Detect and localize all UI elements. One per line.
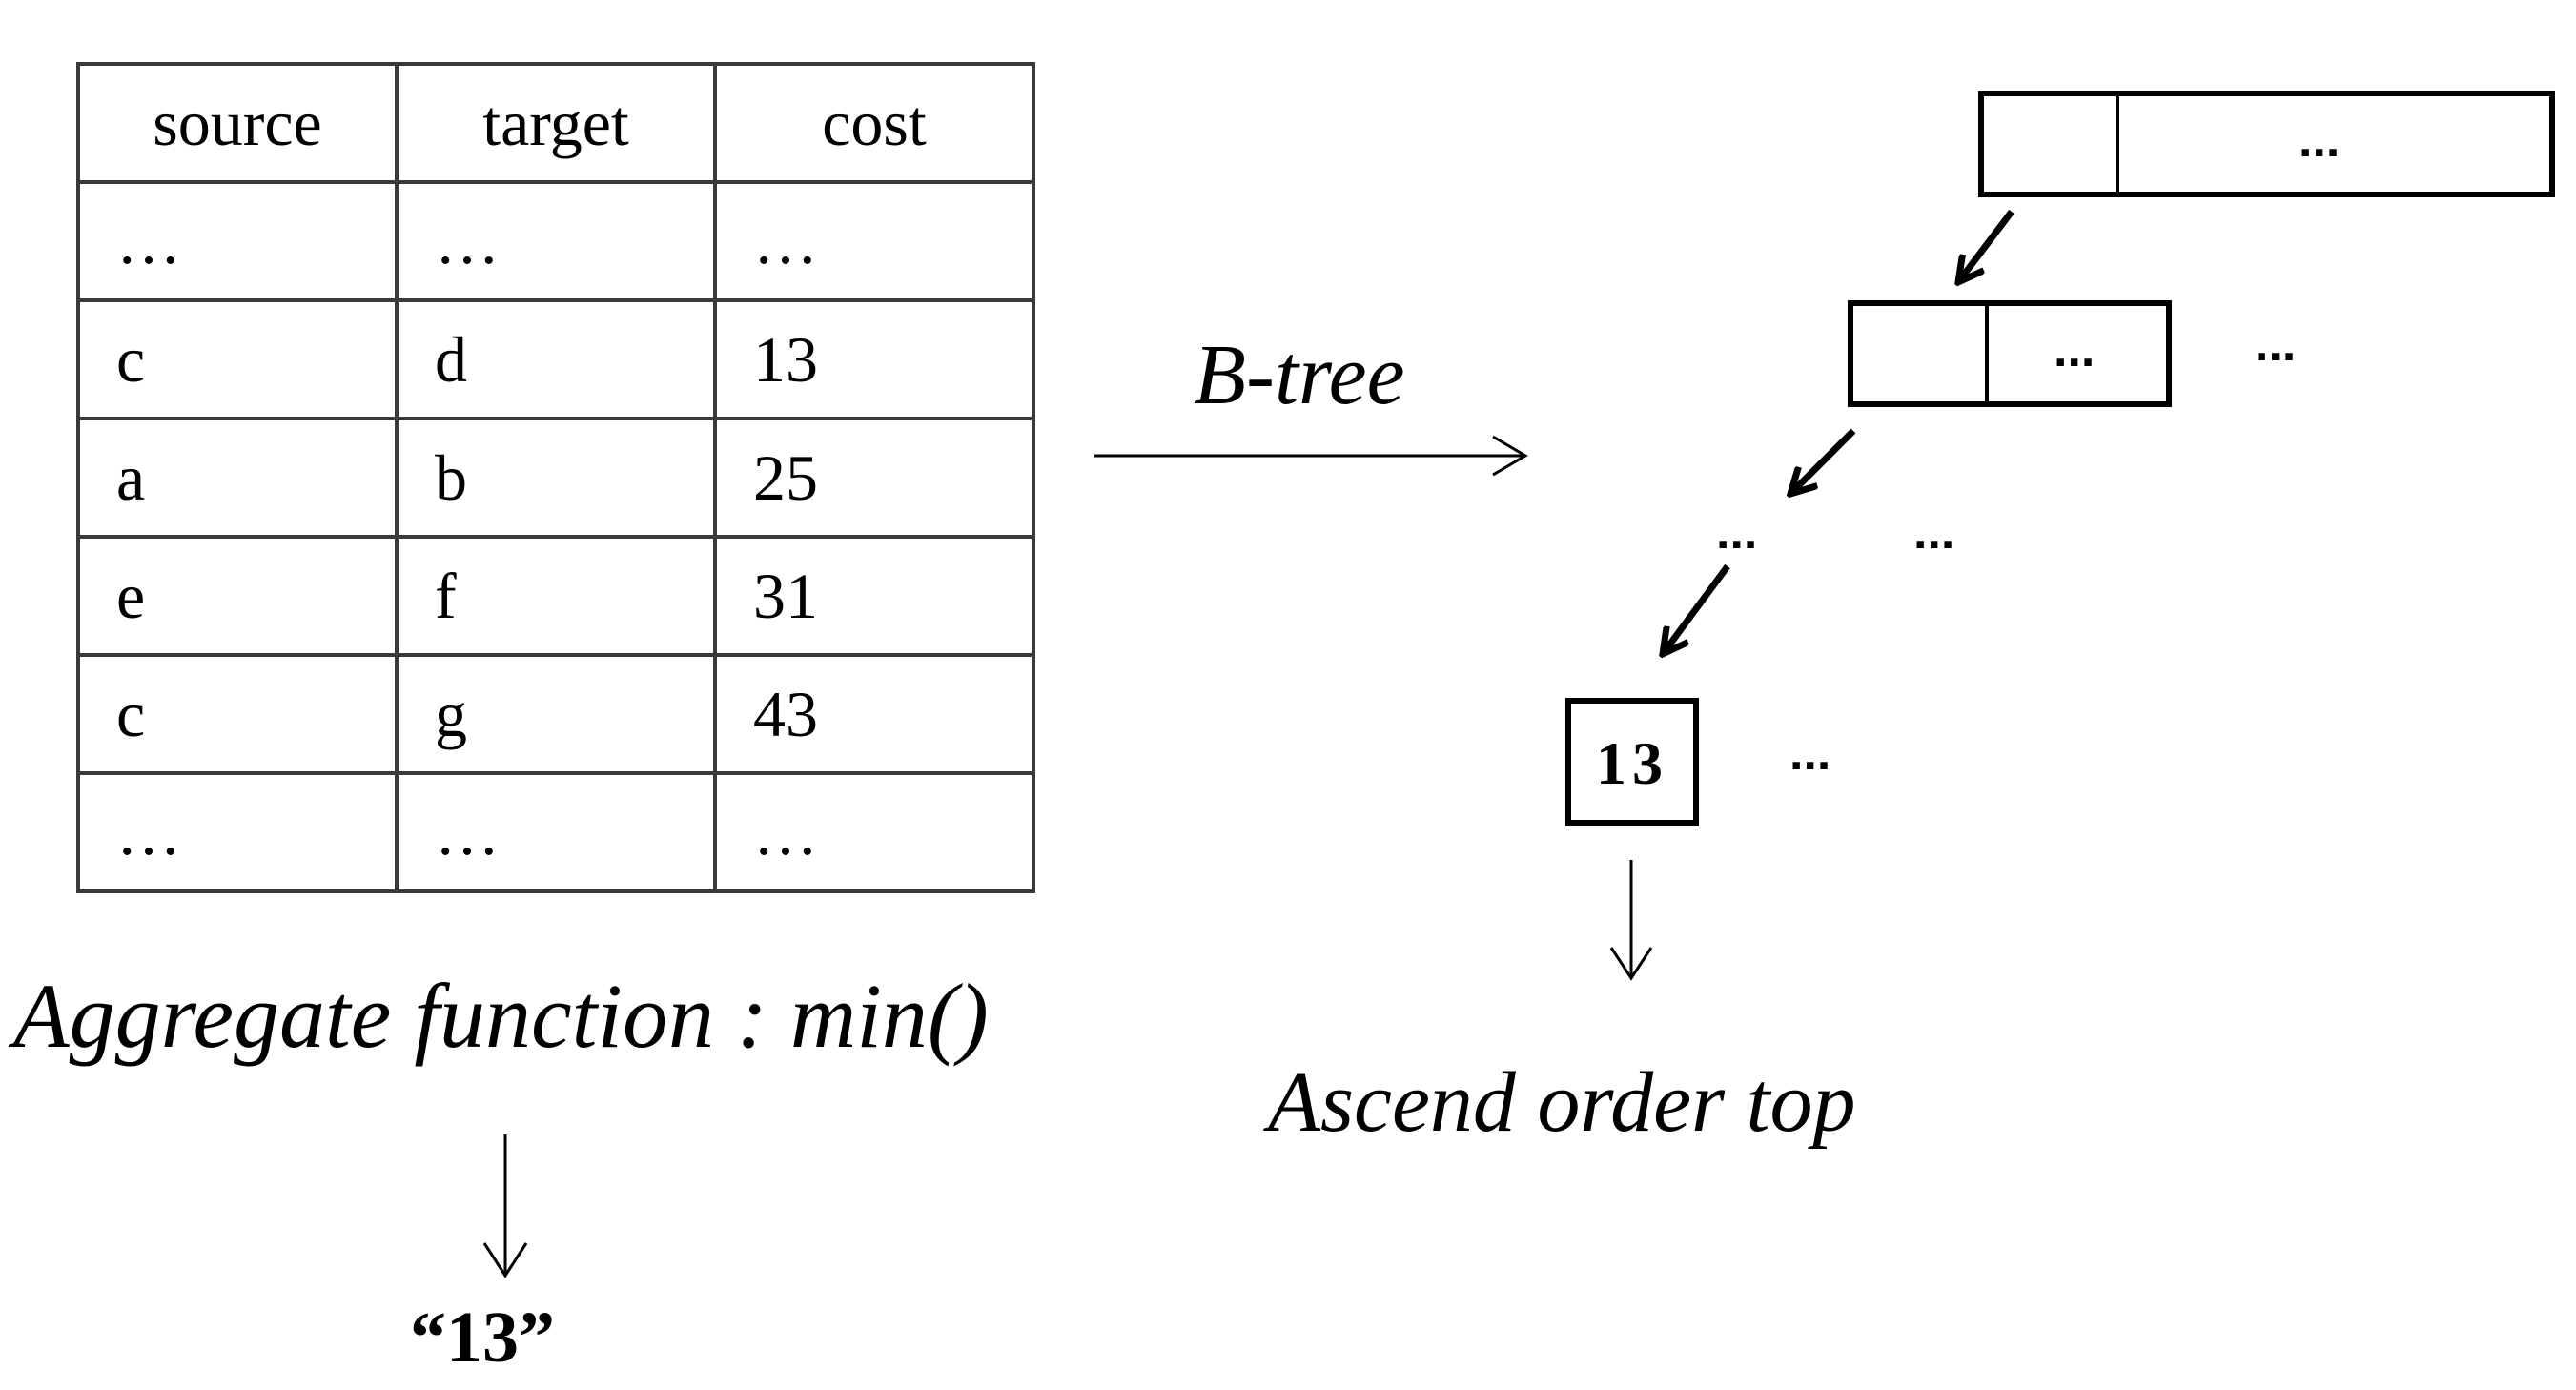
table-row: c g 43 (76, 653, 1035, 775)
level2-side-ellipsis: ... (2255, 317, 2297, 372)
column-header-target: target (395, 62, 717, 184)
table-row: c d 13 (76, 298, 1035, 420)
column-header-cost: cost (713, 62, 1035, 184)
internal-ellipsis: ... (2054, 322, 2096, 378)
table-cell: g (395, 653, 717, 775)
internal-key-cell (1853, 306, 1989, 401)
down-arrow-leaf (1609, 860, 1653, 981)
table-cell: 13 (713, 298, 1035, 420)
tree-arrow-1 (1958, 209, 2014, 282)
level3-left-ellipsis: ... (1716, 504, 1758, 560)
table-cell: f (395, 535, 717, 657)
table-cell: 31 (713, 535, 1035, 657)
tree-arrow-3 (1663, 563, 1730, 654)
table-cell: c (76, 298, 399, 420)
table-cell: … (713, 771, 1035, 893)
table-row: a b 25 (76, 417, 1035, 539)
table-row: … … … (76, 771, 1035, 893)
table-cell: b (395, 417, 717, 539)
table-cell: d (395, 298, 717, 420)
table-row: … … … (76, 180, 1035, 302)
leaf-side-ellipsis: ... (1789, 726, 1831, 781)
down-arrow-result (482, 1134, 528, 1278)
table-header-row: source target cost (76, 62, 1035, 184)
table-cell: … (395, 180, 717, 302)
table-cell: e (76, 535, 399, 657)
result-value: “13” (410, 1298, 555, 1378)
table-cell: 43 (713, 653, 1035, 775)
btree-root-node: ... (1978, 91, 2555, 197)
leaf-value: 13 (1596, 729, 1668, 797)
aggregate-function-caption: Aggregate function : min() (13, 965, 989, 1067)
table-cell: … (713, 180, 1035, 302)
table-cell: 25 (713, 417, 1035, 539)
right-arrow (1094, 435, 1528, 477)
table-cell: … (76, 771, 399, 893)
btree-internal-node: ... (1848, 300, 2172, 407)
table-cell: … (76, 180, 399, 302)
tree-arrow-2 (1790, 428, 1856, 494)
level3-right-ellipsis: ... (1913, 504, 1955, 560)
btree-label: B-tree (1194, 328, 1405, 422)
table-row: e f 31 (76, 535, 1035, 657)
table-cell: … (395, 771, 717, 893)
btree-leaf-node: 13 (1565, 698, 1699, 826)
table-cell: a (76, 417, 399, 539)
ascend-order-caption: Ascend order top (1268, 1055, 1856, 1150)
root-ellipsis: ... (2299, 112, 2341, 168)
edge-table: source target cost … … … c d 13 a b 25 e… (76, 62, 1035, 893)
table-cell: c (76, 653, 399, 775)
column-header-source: source (76, 62, 399, 184)
root-key-cell (1984, 96, 2119, 192)
